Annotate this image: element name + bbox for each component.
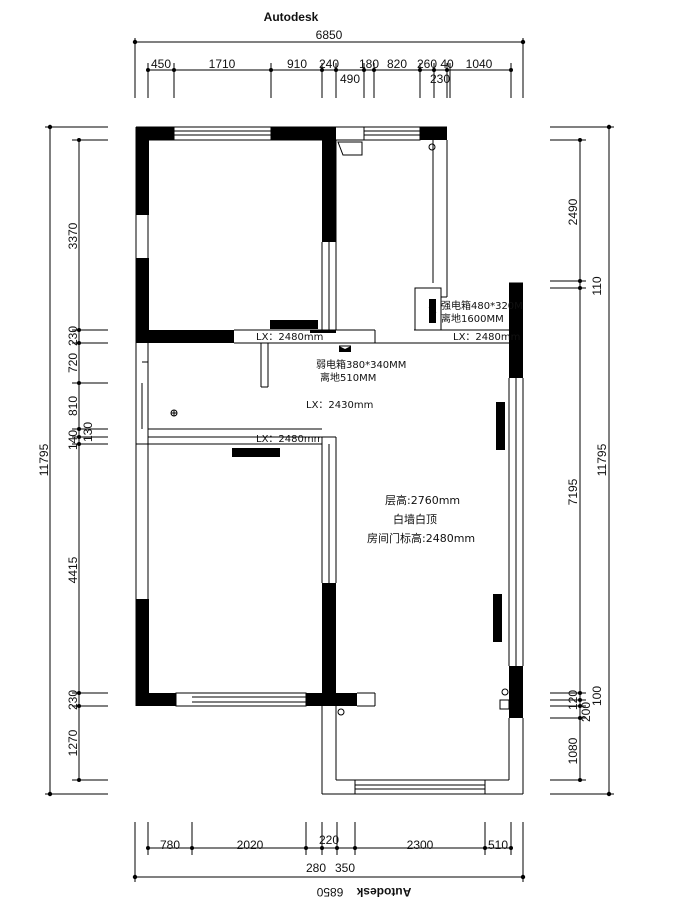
left-dim-140: 140	[66, 430, 80, 450]
fixtures	[170, 320, 505, 642]
top-dim-1040: 1040	[466, 57, 493, 71]
room-finish-note: 白墙白顶	[393, 512, 437, 526]
right-dim-110: 110	[590, 276, 604, 295]
right-dim-7195: 7195	[566, 478, 580, 505]
top-dimensions: 6850 450 1710 910 240 180 820 260	[132, 28, 526, 98]
living-wall-fixture-lower	[493, 594, 502, 642]
top-dim-40: 40	[440, 57, 454, 71]
weak-box-height: 离地510MM	[320, 371, 376, 384]
lx-note-bedroom2: LX：2480mm	[256, 434, 323, 445]
bottom-dim-510: 510	[488, 838, 508, 852]
top-dim-230: 230	[430, 72, 450, 86]
bottom-dim-2020: 2020	[237, 838, 264, 852]
plan-walls	[135, 126, 524, 795]
right-dim-2490: 2490	[566, 198, 580, 225]
bedroom1-light-fixture	[270, 320, 318, 329]
room-height-note: 层高:2760mm	[385, 493, 460, 507]
left-dim-1270: 1270	[66, 729, 80, 756]
top-window-1	[173, 126, 272, 141]
bottom-total-dim: 6850	[316, 885, 343, 899]
right-total-dim: 11795	[595, 443, 609, 476]
left-dim-230-upper: 230	[66, 326, 80, 346]
left-total-dim: 11795	[37, 443, 51, 476]
top-dim-180: 180	[359, 57, 379, 71]
left-dim-3370: 3370	[66, 222, 80, 249]
top-dim-820: 820	[387, 57, 407, 71]
right-dim-200: 200	[579, 702, 593, 722]
strong-box-size: 强电箱480*320M	[441, 299, 523, 312]
living-wall-fixture-upper	[496, 402, 505, 450]
bottom-dimensions: 780 2020 220 2300 510 280 350 6850 Autod…	[132, 822, 526, 899]
watermark-top: Autodesk	[264, 10, 319, 24]
right-dim-1080: 1080	[566, 737, 580, 764]
bottom-dim-350: 350	[335, 861, 355, 875]
top-dim-490: 490	[340, 72, 360, 86]
lx-note-bedroom1: LX：2480mm	[256, 332, 323, 343]
left-dim-720: 720	[66, 353, 80, 373]
right-dim-120: 120	[566, 690, 580, 710]
bottom-window-1	[175, 692, 307, 707]
lx-note-hall: LX：2430mm	[306, 400, 373, 411]
weak-box-size: 弱电箱380*340MM	[316, 358, 406, 371]
strong-box-height: 离地1600MM	[441, 312, 504, 325]
room-door-height-note: 房间门标高:2480mm	[367, 531, 475, 545]
top-total-dim: 6850	[316, 28, 343, 42]
left-dimensions: 11795 3370 230 720 810 140 130 4415 230	[37, 124, 108, 797]
bottom-dim-220: 220	[319, 833, 339, 847]
left-dim-810: 810	[66, 396, 80, 416]
balcony-window	[354, 779, 486, 795]
top-window-2	[363, 126, 421, 141]
watermark-bottom: Autodesk	[356, 885, 411, 899]
weak-current-box-icon	[339, 345, 351, 352]
left-dim-230-lower: 230	[66, 690, 80, 710]
right-dimensions: 11795 2490 110 7195 120 100 200 1080	[550, 124, 614, 797]
lx-note-kitchen: LX：2480mm	[453, 332, 520, 343]
top-dim-450: 450	[151, 57, 171, 71]
bottom-dim-280: 280	[306, 861, 326, 875]
right-dim-100: 100	[590, 686, 604, 706]
bottom-dim-2300: 2300	[407, 838, 434, 852]
left-dim-130: 130	[81, 422, 95, 442]
left-dim-4415: 4415	[66, 556, 80, 583]
top-dim-260: 260	[417, 57, 437, 71]
plan-notes: LX：2480mm LX：2480mm LX：2430mm LX：2480mm …	[256, 299, 523, 545]
top-dim-1710: 1710	[209, 57, 236, 71]
bedroom2-light-fixture	[232, 448, 280, 457]
bottom-dim-780: 780	[160, 838, 180, 852]
top-dim-240: 240	[319, 57, 339, 71]
top-dim-910: 910	[287, 57, 307, 71]
